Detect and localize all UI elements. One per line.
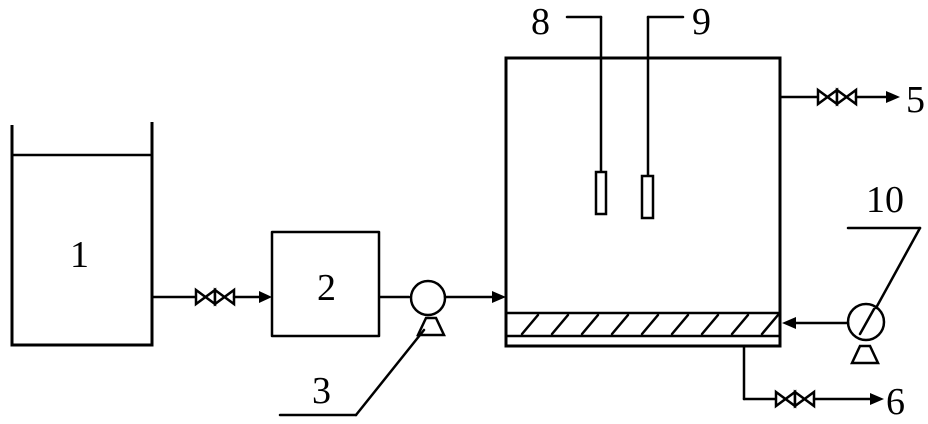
diffuser-hatching <box>520 313 780 336</box>
pipe-tank-to-unit2 <box>150 287 272 307</box>
valve-icon <box>774 389 797 409</box>
outlet-6-line: 6 <box>742 344 905 423</box>
arrow-icon <box>492 291 506 303</box>
label-probe-a: 8 <box>531 1 550 43</box>
label-tank: 1 <box>70 234 89 276</box>
pump-10-icon <box>846 302 886 365</box>
tank-1: 1 <box>10 122 154 347</box>
label-outlet-top: 5 <box>906 79 925 121</box>
valve-icon <box>213 287 236 307</box>
outlet-5-line: 5 <box>778 79 925 121</box>
pipe-pump-to-reactor <box>443 291 506 303</box>
valve-icon <box>835 87 858 107</box>
probe-8: 8 <box>531 1 608 216</box>
label-probe-b: 9 <box>692 1 711 43</box>
label-unit2: 2 <box>317 267 336 309</box>
probe-9: 9 <box>640 1 711 220</box>
valve-icon <box>793 389 816 409</box>
reactor <box>504 56 782 348</box>
pump-10-leader: 10 <box>846 179 922 310</box>
arrow-icon <box>782 317 796 329</box>
pipe-pump10-to-reactor <box>782 317 850 329</box>
valve-icon <box>194 287 217 307</box>
arrow-icon <box>886 91 900 103</box>
arrow-icon <box>870 393 884 405</box>
valve-icon <box>816 87 839 107</box>
label-outlet-bottom: 6 <box>886 381 905 423</box>
label-pump-return: 10 <box>866 179 904 221</box>
unit-2: 2 <box>270 230 381 338</box>
arrow-icon <box>259 291 272 303</box>
label-pump: 3 <box>312 370 331 412</box>
pump-3-icon <box>409 279 447 337</box>
pump-3-leader: 3 <box>278 328 426 417</box>
